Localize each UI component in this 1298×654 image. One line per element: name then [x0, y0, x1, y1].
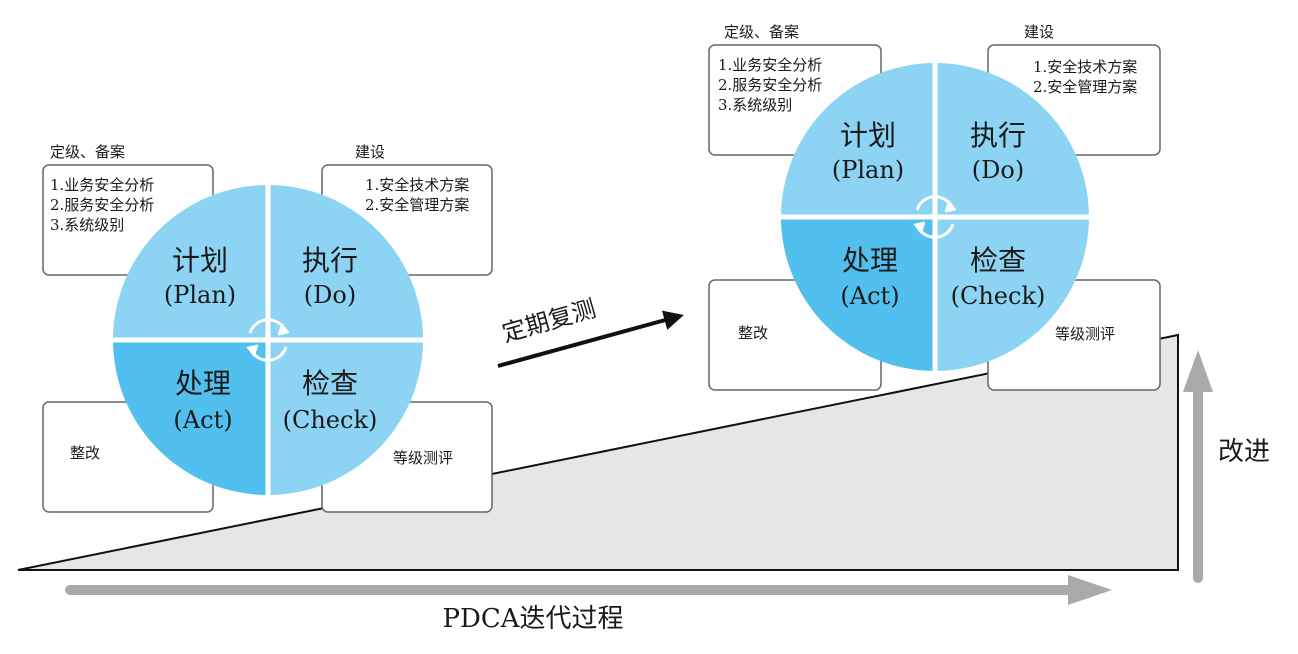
- do-box-header: 建设: [1024, 23, 1054, 41]
- check-quadrant: [935, 217, 1089, 371]
- check-quadrant: [268, 340, 423, 495]
- plan-box-line-3: 3.系统级别: [50, 216, 124, 234]
- improve-arrow-head: [1183, 350, 1213, 392]
- do-box-line-1: 1.安全技术方案: [365, 176, 469, 194]
- act-box-text: 整改: [738, 324, 768, 342]
- plan-quadrant: [113, 185, 268, 340]
- cycle-arrows-icon: [913, 195, 957, 239]
- improve-label: 改进: [1218, 437, 1270, 467]
- cycle-arrows-icon: [246, 318, 290, 362]
- act-quadrant: [781, 217, 935, 371]
- plan-quadrant: [781, 63, 935, 217]
- do-label-en: (Do): [304, 281, 356, 309]
- do-box-header: 建设: [355, 143, 385, 161]
- plan-box-line-1: 1.业务安全分析: [50, 176, 154, 194]
- plan-box-header: 定级、备案: [724, 23, 799, 41]
- do-box-line-2: 2.安全管理方案: [1033, 78, 1137, 96]
- retest-arrow: [497, 310, 684, 368]
- plan-label-cn: 计划: [840, 119, 896, 152]
- do-quadrant: [935, 63, 1089, 217]
- act-label-cn: 处理: [842, 244, 898, 277]
- act-label-en: (Act): [173, 406, 232, 434]
- pdca-wheel: 计划 (Plan) 执行 (Do) 处理 (Act) 检查 (Check): [781, 63, 1089, 371]
- do-label-cn: 执行: [970, 119, 1026, 152]
- process-arrow-head: [1068, 575, 1112, 605]
- check-label-cn: 检查: [302, 367, 358, 400]
- process-label: PDCA迭代过程: [442, 604, 623, 634]
- check-label-en: (Check): [283, 406, 378, 434]
- do-quadrant: [268, 185, 423, 340]
- do-label-cn: 执行: [302, 244, 358, 277]
- plan-label-en: (Plan): [832, 156, 904, 184]
- pdca-cycle-2: 定级、备案 1.业务安全分析 2.服务安全分析 3.系统级别 建设 1.安全技术…: [708, 23, 1161, 391]
- do-box-line-1: 1.安全技术方案: [1033, 58, 1137, 76]
- do-box-line-2: 2.安全管理方案: [365, 196, 469, 214]
- improvement-ramp: [17, 333, 1179, 571]
- plan-box-line-2: 2.服务安全分析: [50, 196, 154, 214]
- act-quadrant: [113, 340, 268, 495]
- plan-label-cn: 计划: [172, 244, 228, 277]
- plan-label-en: (Plan): [164, 281, 236, 309]
- pdca-cycle-1: 定级、备案 1.业务安全分析 2.服务安全分析 3.系统级别 建设 1.安全技术…: [42, 143, 493, 513]
- pdca-wheel: 计划 (Plan) 执行 (Do) 处理 (Act) 检查 (Check): [113, 185, 423, 495]
- plan-box-header: 定级、备案: [50, 143, 125, 161]
- retest-label: 定期复测: [499, 294, 599, 347]
- act-label-en: (Act): [840, 282, 899, 310]
- check-label-en: (Check): [951, 282, 1046, 310]
- plan-box-line-3: 3.系统级别: [718, 96, 792, 114]
- check-box-text: 等级测评: [393, 449, 453, 467]
- check-label-cn: 检查: [970, 244, 1026, 277]
- act-box-text: 整改: [70, 444, 100, 462]
- do-label-en: (Do): [972, 156, 1024, 184]
- plan-box-line-1: 1.业务安全分析: [718, 56, 822, 74]
- plan-box-line-2: 2.服务安全分析: [718, 76, 822, 94]
- act-label-cn: 处理: [175, 367, 231, 400]
- check-box-text: 等级测评: [1055, 325, 1115, 343]
